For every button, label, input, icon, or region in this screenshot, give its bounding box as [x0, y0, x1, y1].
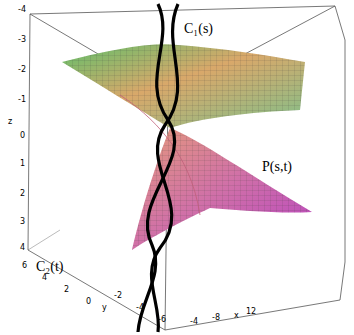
- axis-label: x: [234, 312, 239, 320]
- z-tick: -2: [18, 66, 26, 74]
- y-tick: 2: [64, 286, 69, 294]
- z-tick: 3: [20, 218, 25, 226]
- y-tick: -2: [114, 292, 122, 300]
- curve-label: C₂(t): [36, 260, 63, 274]
- y-tick: -4: [136, 304, 144, 312]
- y-tick: 0: [86, 298, 91, 306]
- z-tick: 0: [20, 132, 25, 140]
- axis-label: z: [8, 118, 12, 126]
- z-tick: -1: [18, 96, 26, 104]
- axis-label: y: [102, 304, 107, 312]
- z-tick: -3: [18, 36, 26, 44]
- x-tick: -8: [212, 314, 220, 322]
- x-tick: -4: [190, 318, 198, 326]
- curve-label: C₁(s): [184, 22, 213, 36]
- surface-label: P(s,t): [262, 160, 292, 174]
- z-tick: 4: [20, 244, 25, 252]
- z-tick: 2: [20, 190, 25, 198]
- z-tick: -4: [18, 6, 26, 14]
- y-tick: -6: [158, 316, 166, 324]
- y-tick: 6: [22, 262, 27, 270]
- x-tick: 12: [246, 308, 256, 316]
- z-tick: 1: [20, 160, 25, 168]
- y-tick: 4: [42, 274, 47, 282]
